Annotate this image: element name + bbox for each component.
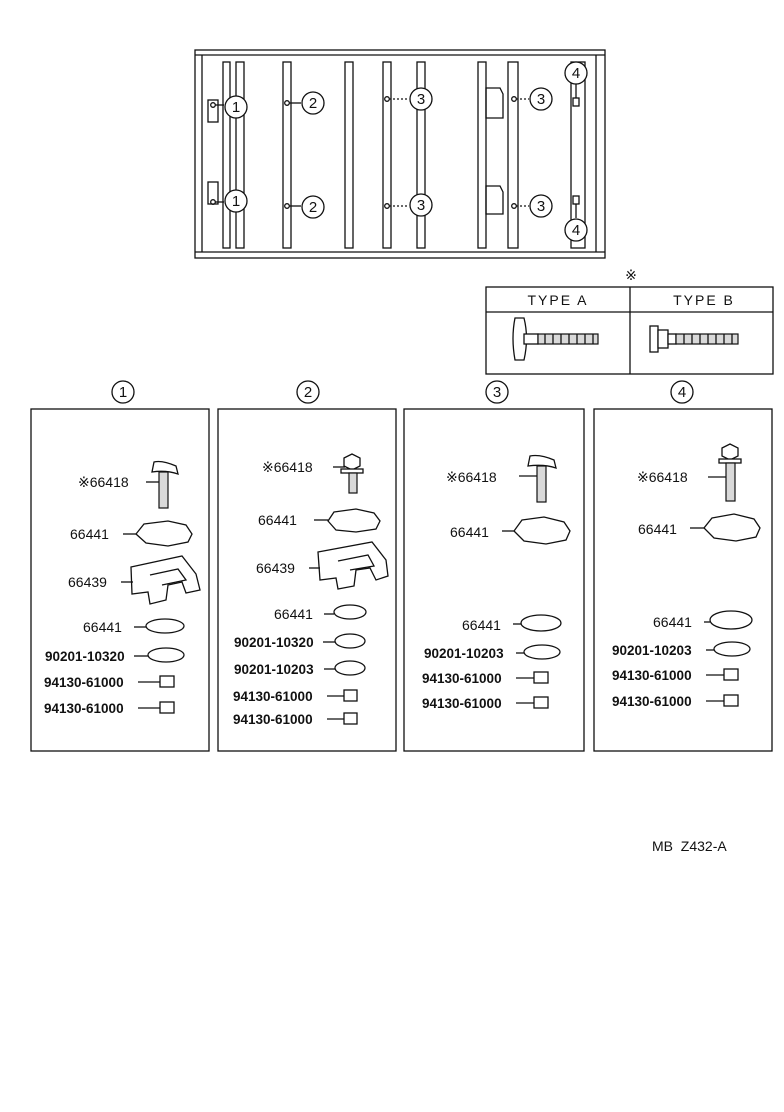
group-2-part-6: 90201-10203 [234,662,314,677]
svg-text:3: 3 [493,384,501,401]
group-1-nut2-icon [159,701,175,714]
svg-text:1: 1 [232,193,240,210]
svg-text:4: 4 [678,384,686,401]
group-4-part-4: 90201-10203 [612,643,692,658]
svg-text:4: 4 [572,65,580,82]
svg-text:3: 3 [417,197,425,214]
group-3-number: 3 [485,380,509,404]
group-3-frame [403,408,585,752]
group-2-part-5: 90201-10320 [234,635,314,650]
group-4-washer2-icon [713,641,751,657]
group-2-number: 2 [296,380,320,404]
type-a-bolt-icon [512,317,599,361]
group-1-washer-large-icon [135,520,193,547]
diagram-code: MB Z432-A [652,838,727,854]
group-3-nut2-icon [533,696,549,709]
overview-callout-4a: 4 [564,61,588,85]
group-3-part-3: 66441 [462,617,501,633]
group-3-part-6: 94130-61000 [422,696,502,711]
group-4-part-2: 66441 [638,521,677,537]
group-2-nut-icon [343,689,358,702]
svg-text:1: 1 [232,99,240,116]
overview-callout-1a: 1 [224,95,248,119]
overview-callout-3d: 3 [529,194,553,218]
svg-text:1: 1 [119,384,127,401]
bolt-type-legend: ※ TYPE A TYPE B [485,267,774,375]
group-1-part-1: ※66418 [78,474,129,490]
group-2-part-7: 94130-61000 [233,689,313,704]
group-3-part-5: 94130-61000 [422,671,502,686]
group-1-bolt-icon [151,460,179,509]
group-2-washer-icon [333,604,367,620]
group-3: 3 ※66418 66441 66441 90201-10203 94130-6… [403,380,585,752]
group-2-washer-large-icon [327,508,381,533]
group-2: 2 ※66418 66441 66439 66441 90201-10320 9… [217,380,397,752]
group-3-washer2-icon [523,644,561,660]
overview-callout-2b: 2 [301,195,325,219]
group-1-part-4: 66441 [83,619,122,635]
group-3-part-4: 90201-10203 [424,646,504,661]
group-1-part-6: 94130-61000 [44,675,124,690]
group-4-nut2-icon [723,694,739,707]
group-1: 1 ※66418 66441 66439 66441 90201-10320 9… [30,380,210,752]
overview-callout-1b: 1 [224,189,248,213]
group-4-nut-icon [723,668,739,681]
group-4-washer-large-icon [703,513,761,542]
group-2-part-8: 94130-61000 [233,712,313,727]
svg-text:3: 3 [537,198,545,215]
group-3-washer-large-icon [513,516,571,545]
overview-callout-3b: 3 [409,193,433,217]
overview-callout-2a: 2 [301,91,325,115]
group-2-part-2: 66441 [258,512,297,528]
group-2-frame [217,408,397,752]
group-1-washer2-icon [147,647,185,663]
group-2-part-1: ※66418 [262,459,313,475]
group-2-part-3: 66439 [256,560,295,576]
group-3-bolt-icon [527,454,557,503]
group-2-bolt-icon [340,453,364,494]
group-4-part-5: 94130-61000 [612,668,692,683]
svg-text:2: 2 [304,384,312,401]
group-1-nut-icon [159,675,175,688]
group-1-part-2: 66441 [70,526,109,542]
svg-text:4: 4 [572,222,580,239]
group-1-part-7: 94130-61000 [44,701,124,716]
group-1-washer-icon [145,618,185,634]
svg-text:2: 2 [309,95,317,112]
group-4-part-6: 94130-61000 [612,694,692,709]
group-1-part-3: 66439 [68,574,107,590]
group-2-nut2-icon [343,712,358,725]
overview-callout-3c: 3 [529,87,553,111]
group-4-washer-icon [709,610,753,630]
type-b-label: TYPE B [673,292,735,308]
group-3-part-2: 66441 [450,524,489,540]
group-3-nut-icon [533,671,549,684]
group-4-part-1: ※66418 [637,469,688,485]
group-4-number: 4 [670,380,694,404]
svg-text:2: 2 [309,199,317,216]
group-1-frame [30,408,210,752]
group-2-part-4: 66441 [274,606,313,622]
group-4-part-3: 66441 [653,614,692,630]
group-1-clip-icon [130,555,201,605]
type-a-label: TYPE A [527,292,588,308]
group-3-part-1: ※66418 [446,469,497,485]
svg-text:3: 3 [537,91,545,108]
group-4-frame [593,408,773,752]
overview-callout-4b: 4 [564,218,588,242]
svg-text:3: 3 [417,91,425,108]
group-4-bolt-icon [718,443,742,502]
truck-bed-overview [194,49,606,259]
group-1-number: 1 [111,380,135,404]
type-mark: ※ [625,267,637,283]
group-2-washer3-icon [334,660,366,676]
group-1-part-5: 90201-10320 [45,649,125,664]
group-3-washer-icon [520,614,562,632]
group-2-clip-icon [317,541,389,590]
type-b-bolt-icon [649,325,739,353]
group-2-washer2-icon [334,633,366,649]
overview-callout-3a: 3 [409,87,433,111]
group-4: 4 ※66418 66441 66441 90201-10203 94130-6… [593,380,773,752]
